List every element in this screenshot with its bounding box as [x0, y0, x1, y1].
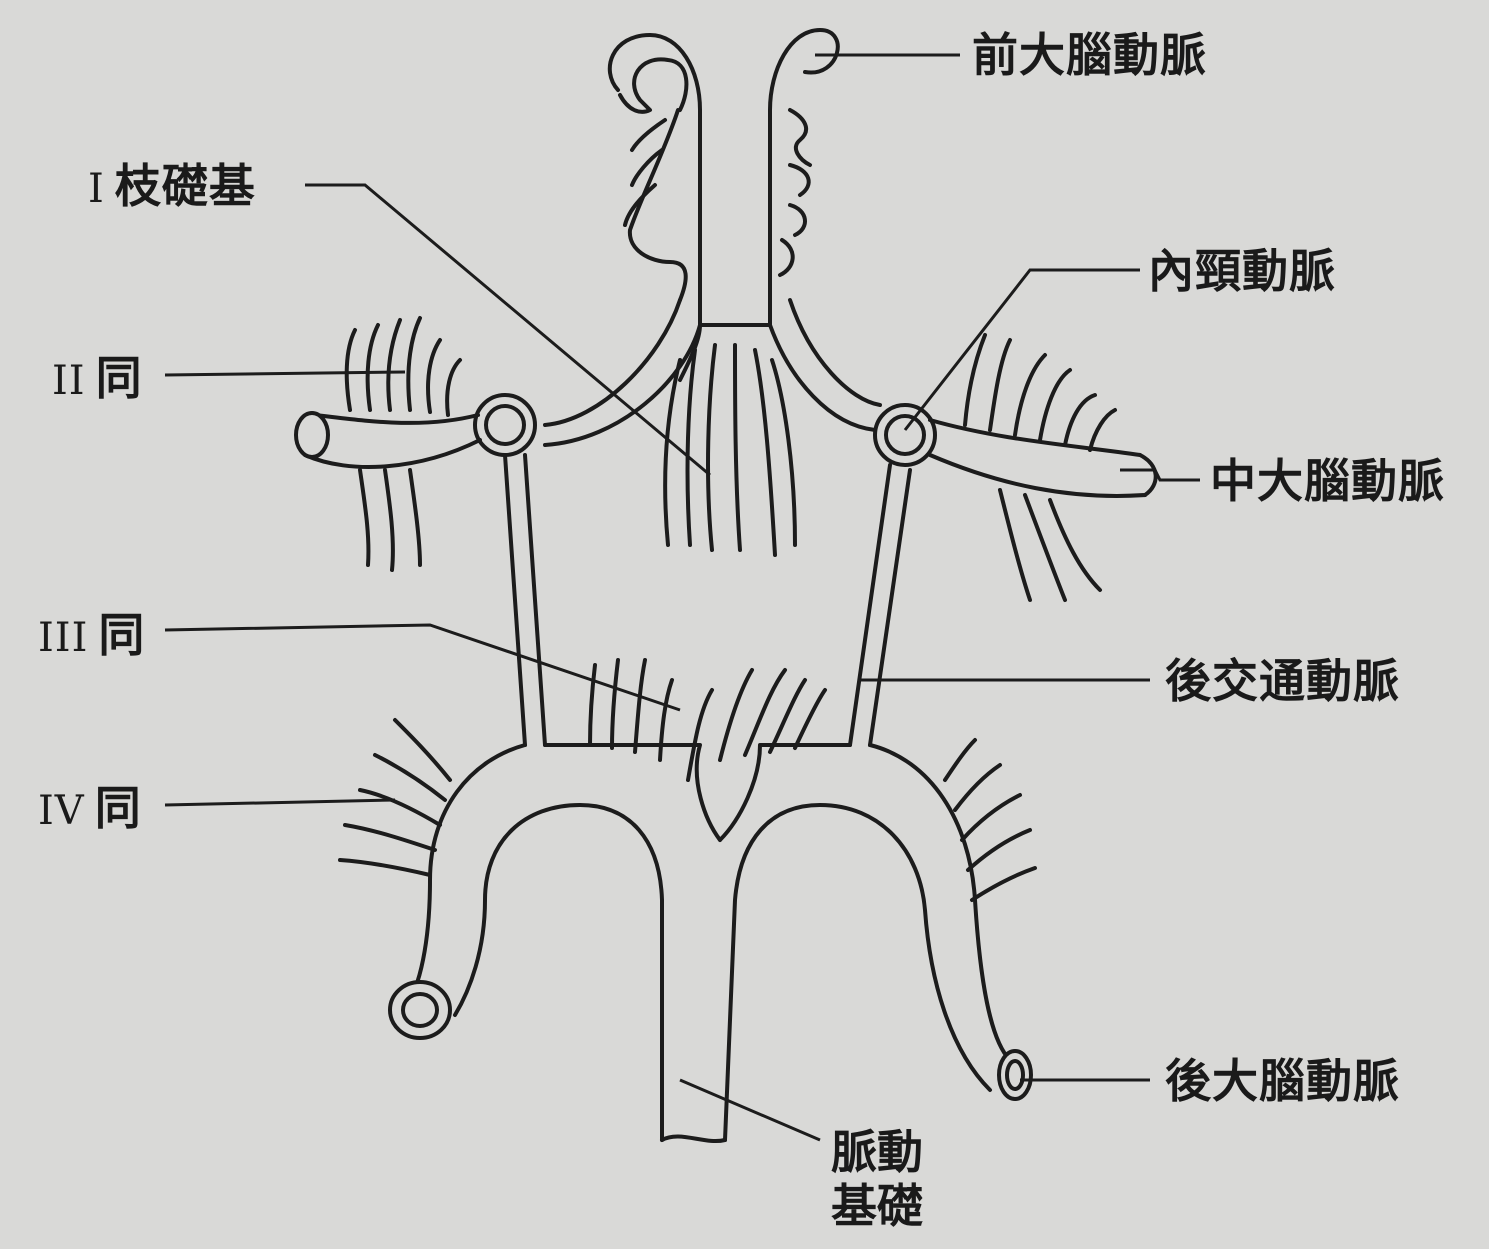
roman-numeral-3: III	[38, 615, 88, 661]
leader-lines	[165, 55, 1200, 1140]
label-anterior-cerebral-artery: 前大腦動脈	[972, 32, 1207, 78]
label-text-4: 同	[95, 781, 142, 835]
label-basilar-line-2: 基礎	[812, 1179, 942, 1233]
basal-branches-group-1	[665, 345, 795, 555]
label-internal-carotid-artery: 內頸動脈	[1148, 248, 1336, 294]
basal-branches-group-3	[590, 660, 825, 780]
label-text-3: 同	[98, 608, 145, 662]
roman-numeral-4: IV	[38, 788, 85, 834]
right-middle-cerebral	[930, 335, 1156, 600]
roman-numeral-1: I	[88, 166, 105, 212]
label-posterior-cerebral-artery: 後大腦動脈	[1165, 1058, 1400, 1104]
label-middle-cerebral-artery: 中大腦動脈	[1210, 458, 1445, 504]
roman-numeral-2: II	[52, 358, 86, 404]
label-text-1: 枝礎基	[115, 159, 256, 213]
label-posterior-communicating-artery: 後交通動脈	[1165, 658, 1400, 704]
posterior-cerebral-and-basilar	[390, 745, 1031, 1141]
label-basilar-line-1: 脈動	[812, 1125, 942, 1179]
right-internal-carotid	[875, 405, 935, 465]
right-pca-branches	[945, 740, 1035, 900]
left-middle-cerebral	[296, 318, 480, 570]
left-internal-carotid	[475, 395, 535, 455]
label-text-2: 同	[96, 351, 143, 405]
label-basilar-artery: 脈動 基礎	[812, 1125, 942, 1233]
